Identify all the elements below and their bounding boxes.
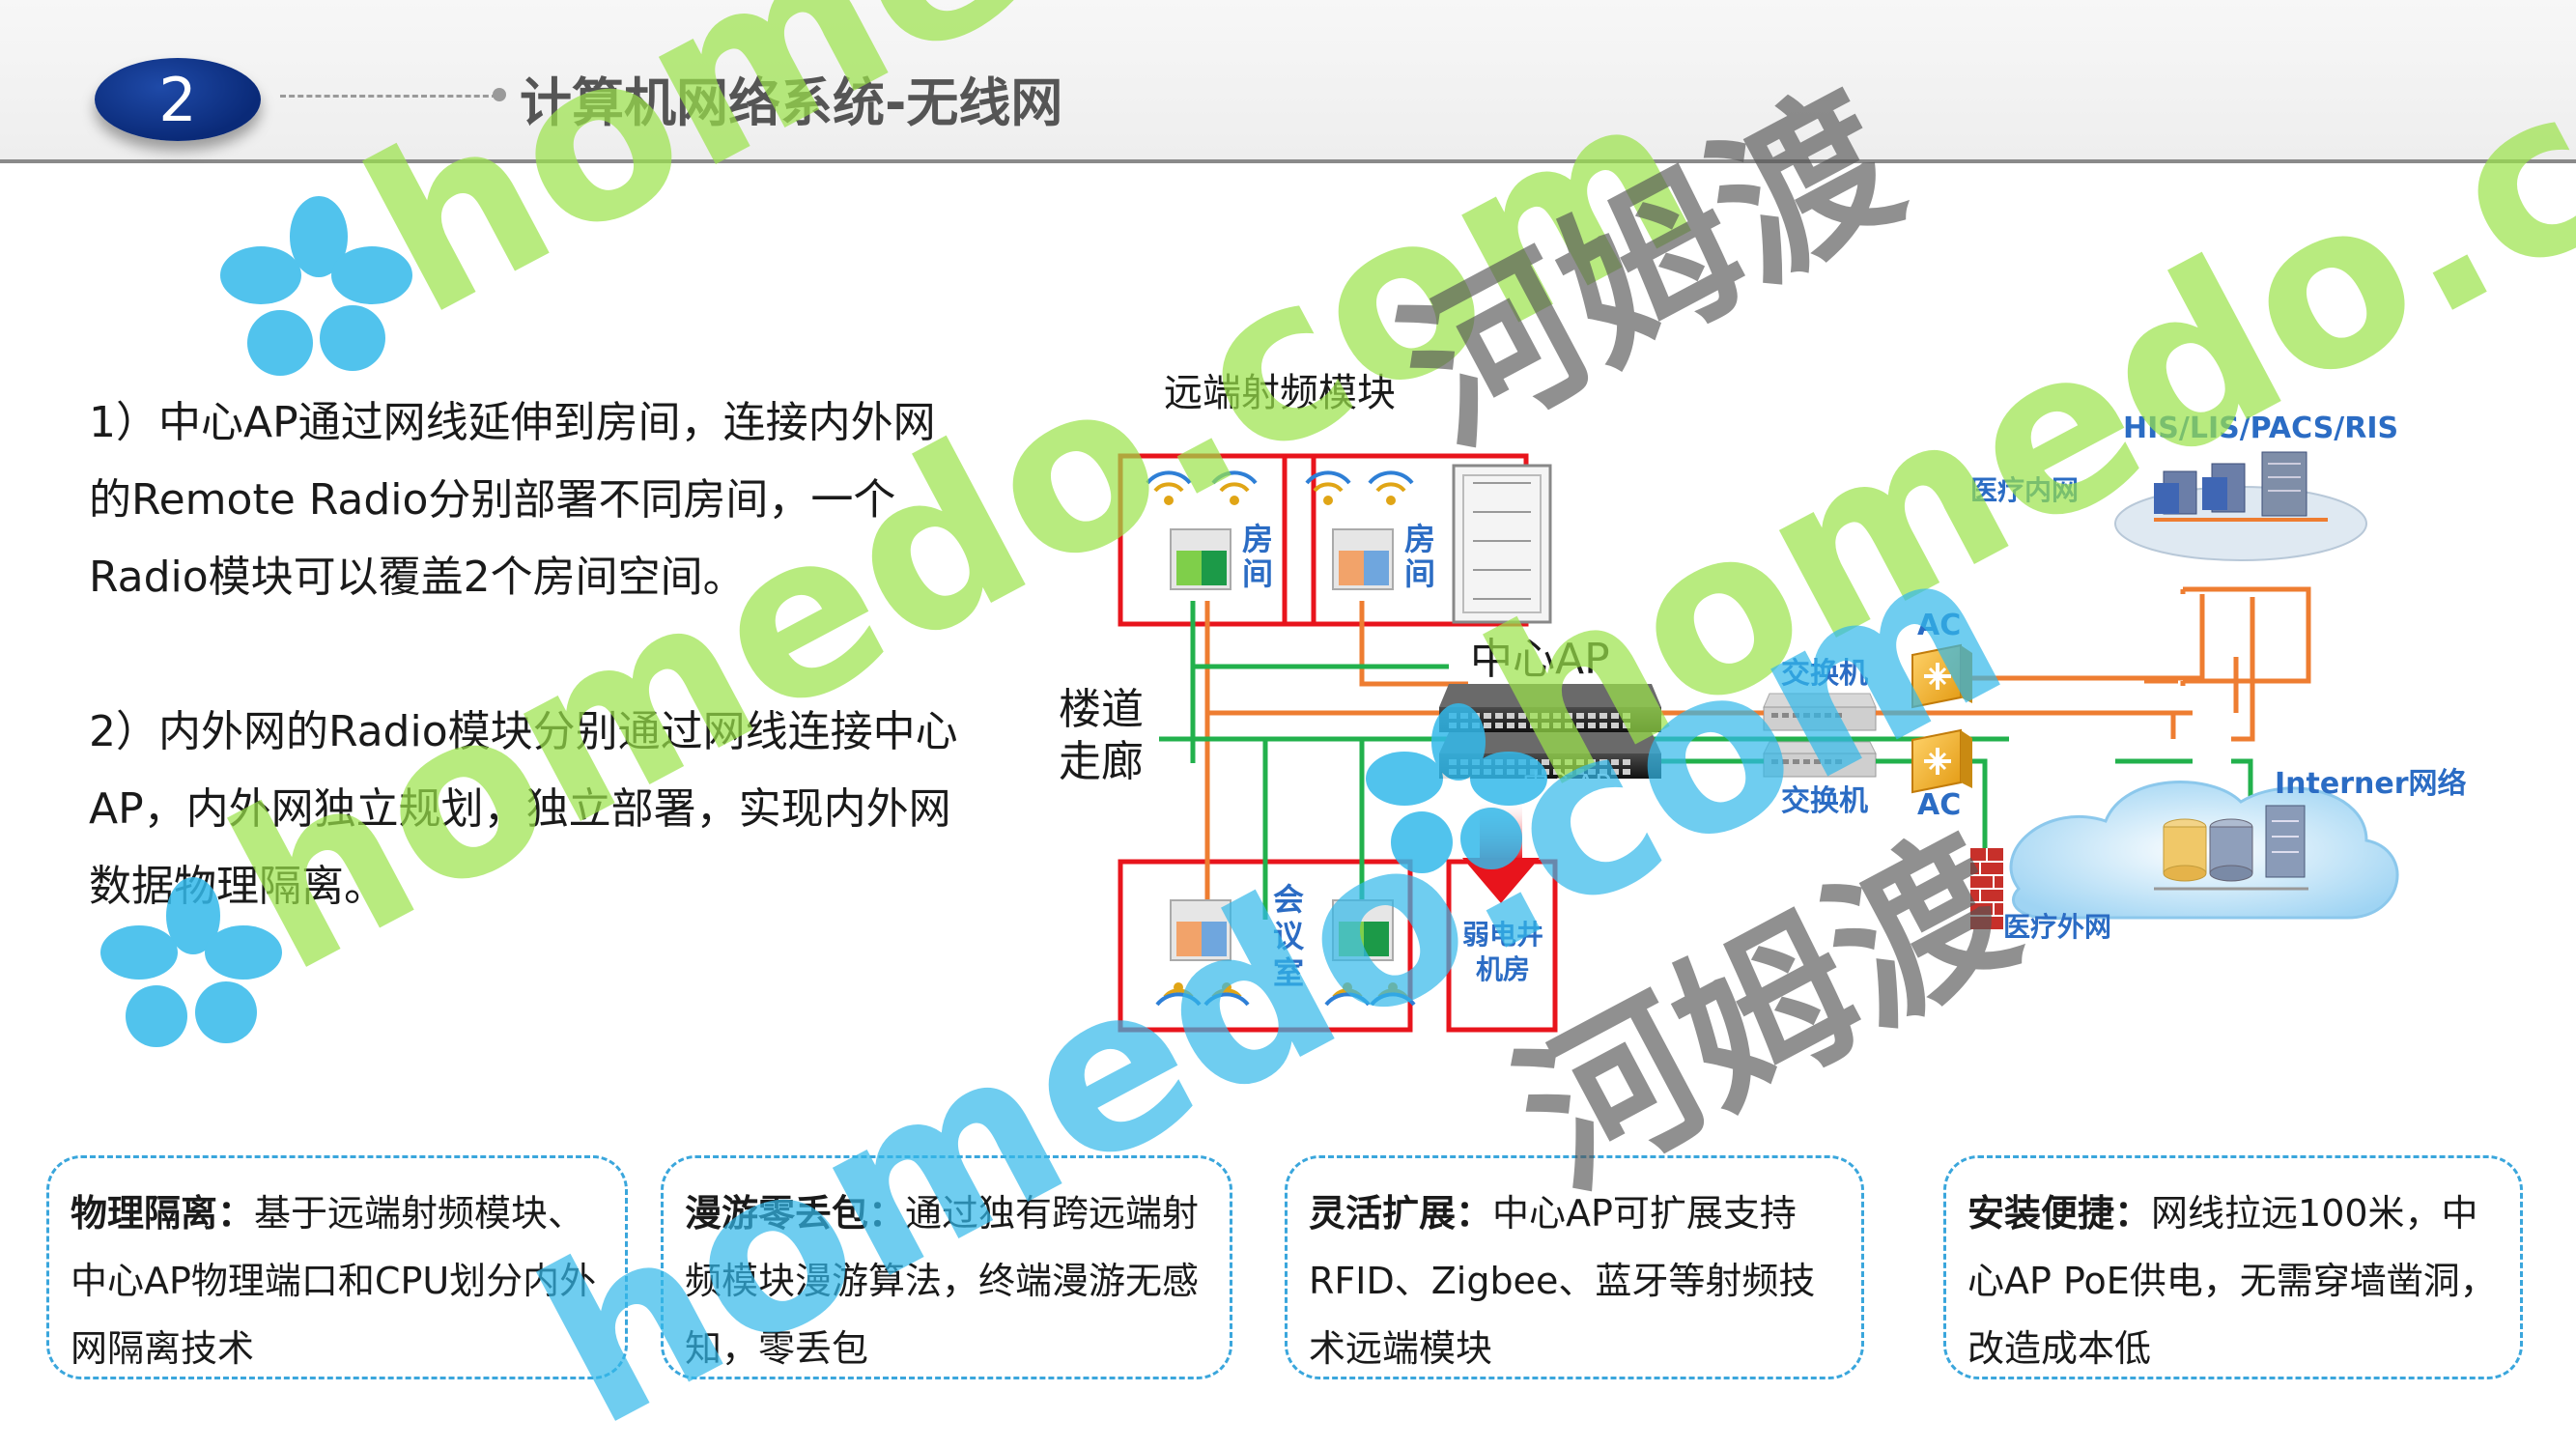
- down-arrow-icon: [1462, 802, 1540, 903]
- firewall-icon: [1970, 848, 2003, 929]
- header-dot: [493, 88, 506, 101]
- feature-body-roaming: 通过独有跨远端射频模块漫游算法，终端漫游无感知，零丢包: [685, 1192, 1200, 1370]
- database-icon-2: [2209, 818, 2253, 882]
- database-icon-1: [2163, 818, 2207, 882]
- feature-body-installation: 网线拉远100米，中心AP PoE供电，无需穿墙凿洞，改造成本低: [1967, 1192, 2497, 1370]
- internet-label: Interner网络: [2275, 767, 2467, 801]
- internal-network-platform: [2114, 451, 2367, 561]
- switch-icon-bottom: [1763, 741, 1877, 778]
- wifi-icons-room-1: [1146, 470, 1258, 505]
- feature-box-installation: 安装便捷：网线拉远100米，中心AP PoE供电，无需穿墙凿洞，改造成本低: [1943, 1155, 2523, 1379]
- room-box-1: [1118, 453, 1316, 627]
- ac-icon-bottom: [1911, 728, 1972, 794]
- feature-title-extension: 灵活扩展：: [1309, 1192, 1493, 1235]
- room-label-2: 房间: [1404, 521, 1436, 592]
- remote-module-label: 远端射频模块: [1164, 371, 1396, 415]
- server-icon-3: [2261, 451, 2307, 517]
- wifi-icons-meeting-room: [1155, 982, 1416, 1007]
- switch-icon-top: [1763, 693, 1877, 731]
- server-icon-2: [2202, 463, 2246, 513]
- server-rack-icon: [1452, 464, 1552, 624]
- feature-title-roaming: 漫游零丢包：: [685, 1192, 906, 1235]
- internal-network-label: 医疗内网: [1970, 474, 2080, 506]
- feature-box-isolation: 物理隔离：基于远端射频模块、中心AP物理端口和CPU划分内外网隔离技术: [46, 1155, 628, 1379]
- internet-cloud: [2009, 781, 2399, 921]
- ac-label-top: AC: [1917, 609, 1962, 642]
- ac-label-bottom: AC: [1917, 788, 1962, 822]
- section-number-badge: 2: [95, 58, 261, 141]
- header-bar: 2 计算机网络系统-无线网: [0, 0, 2576, 163]
- meeting-room-label: 会议室: [1273, 881, 1305, 991]
- his-label: HIS/LIS/PACS/RIS: [2123, 412, 2399, 445]
- radio-module-icon-meeting-2: [1332, 899, 1394, 961]
- feature-title-isolation: 物理隔离：: [71, 1192, 255, 1235]
- server-icon-1: [2154, 470, 2197, 515]
- description-paragraph-2: 2）内外网的Radio模块分别通过网线连接中心AP，内外网独立规划，独立部署，实…: [89, 707, 958, 911]
- corridor-label: 楼道走廊: [1059, 685, 1144, 786]
- network-diagram: 远端射频模块 房间 房间 中心AP 楼道走廊 交换机 交换机 AC AC HIS…: [1043, 348, 2569, 1043]
- header-dashed-line: [280, 95, 497, 98]
- room-label-1: 房间: [1242, 521, 1274, 592]
- description-paragraph-1: 1）中心AP通过网线延伸到房间，连接内外网的Remote Radio分别部署不同…: [89, 398, 936, 602]
- radio-module-icon-room-1: [1170, 528, 1231, 590]
- watermark-logo-icon-1: [220, 196, 412, 376]
- feature-body-isolation: 基于远端射频模块、中心AP物理端口和CPU划分内外网隔离技术: [71, 1192, 597, 1370]
- feature-body-extension: 中心AP可扩展支持RFID、Zigbee、蓝牙等射频技术远端模块: [1309, 1192, 1816, 1370]
- switch-label-bottom: 交换机: [1781, 784, 1868, 818]
- switch-label-top: 交换机: [1781, 657, 1868, 691]
- external-network-label: 医疗外网: [2003, 911, 2112, 943]
- center-ap-label: 中心AP: [1470, 635, 1610, 684]
- wifi-icons-room-2: [1305, 470, 1414, 505]
- feature-title-installation: 安装便捷：: [1967, 1192, 2152, 1235]
- radio-module-icon-meeting-1: [1170, 899, 1231, 961]
- center-ap-faint-label: 中心AP: [1522, 768, 1612, 800]
- weak-room-label: 弱电井机房: [1461, 919, 1543, 985]
- ac-icon-top: [1911, 643, 1972, 709]
- ac-to-internal-line: [2231, 597, 2255, 742]
- radio-module-icon-room-2: [1332, 528, 1394, 590]
- feature-box-roaming: 漫游零丢包：通过独有跨远端射频模块漫游算法，终端漫游无感知，零丢包: [661, 1155, 1232, 1379]
- network-diagram-graphics: [1118, 451, 2399, 1033]
- page-title: 计算机网络系统-无线网: [520, 72, 1063, 133]
- feature-box-extension: 灵活扩展：中心AP可扩展支持RFID、Zigbee、蓝牙等射频技术远端模块: [1285, 1155, 1864, 1379]
- center-ap-switch-top: [1439, 684, 1661, 732]
- server-icon-4: [2265, 805, 2306, 878]
